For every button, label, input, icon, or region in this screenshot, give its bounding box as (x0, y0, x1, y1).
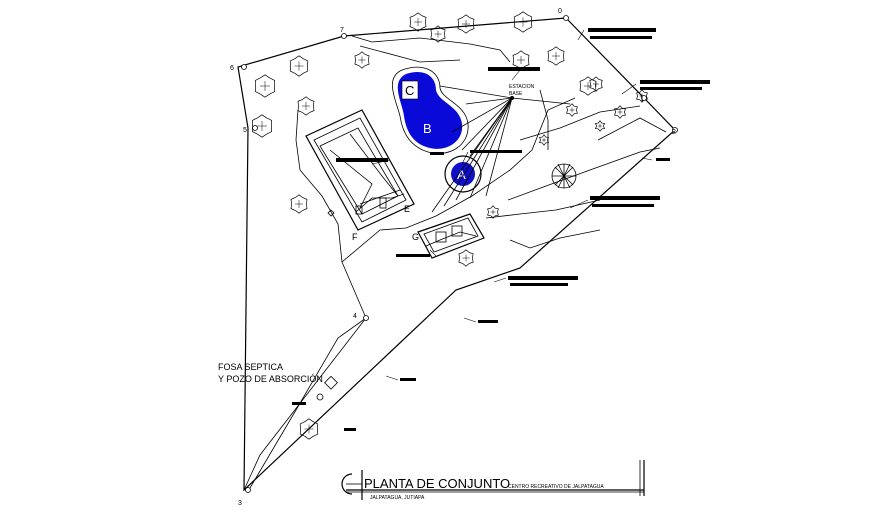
zone-c-box (401, 80, 419, 100)
terrain-line-7 (359, 45, 461, 63)
zone-a-label: A (457, 167, 466, 182)
tree-symbol (512, 50, 530, 70)
vertex-1-marker (641, 95, 647, 101)
vertex-7-marker (341, 33, 347, 39)
tree-symbol (614, 105, 626, 119)
trees-group (251, 11, 648, 440)
tree-symbol (354, 51, 370, 69)
title-location: JALPATAGUA, JUTIAPA (370, 495, 425, 501)
vertex-4-marker (363, 315, 369, 321)
annotation-bar (590, 196, 660, 200)
vertex-3-marker (245, 487, 251, 493)
annotation-bar (478, 320, 498, 323)
septic-tank (324, 375, 338, 390)
annotation-bar (400, 378, 416, 381)
annotation-bar (336, 158, 388, 162)
tree-symbol (566, 103, 578, 117)
annotation-bar (292, 402, 306, 405)
vertex-5-label: 5 (243, 127, 247, 134)
station-base-marker (510, 96, 514, 100)
terrain-line-8 (539, 89, 549, 150)
annotation-bar (640, 87, 702, 90)
access-road-lower-2 (249, 317, 367, 489)
annotation-bar (590, 36, 652, 39)
annotation-bar (592, 204, 654, 207)
small-diamond-marker (327, 209, 335, 217)
annotation-bar (470, 150, 522, 153)
terrain-line-6 (295, 109, 301, 171)
zone-b-label: B (423, 121, 432, 136)
vertex-7-label: 7 (340, 27, 344, 34)
annotation-bar (656, 158, 670, 161)
property-boundary (237, 17, 676, 492)
vertex-2-marker (672, 127, 678, 133)
terrain-line-5 (299, 169, 343, 263)
septic-label-2: Y POZO DE ABSORCIÓN (218, 374, 323, 384)
terrain-line-3 (485, 199, 601, 219)
annotation-bar (396, 254, 430, 257)
vertex-3-label: 3 (238, 500, 242, 507)
annotation-bar (588, 28, 656, 32)
septic-well (316, 393, 324, 401)
pond-outline (392, 66, 469, 154)
tree-symbol (430, 25, 446, 43)
annotation-bar (508, 276, 578, 280)
tree-symbol (409, 12, 427, 32)
septic-label-1: FOSA SEPTICA (218, 362, 283, 372)
tree-symbol (299, 418, 319, 440)
zone-f-label: F (352, 232, 358, 242)
zone-g-label: G (412, 232, 419, 242)
vertex-0-label: 0 (558, 8, 562, 15)
tree-symbol (547, 46, 565, 66)
vertex-6-label: 6 (230, 65, 234, 72)
vertex-5-marker (252, 125, 258, 131)
tree-symbol (589, 76, 603, 92)
tree-symbol (487, 205, 499, 219)
annotation-bar (344, 428, 356, 431)
boundary-inner-right (597, 117, 667, 141)
title-subtitle: CENTRO RECREATIVO DE JALPATAGUA (508, 484, 604, 490)
building-g (417, 213, 485, 259)
zone-a-circle (451, 162, 475, 186)
annotation-bar (488, 67, 540, 71)
tree-symbol (579, 76, 597, 96)
vertex-2-label: 2 (672, 129, 676, 136)
annotation-bar (640, 80, 710, 84)
terrain-line-2 (507, 147, 661, 201)
vertex-4-label: 4 (353, 313, 357, 320)
vertex-0-marker (563, 15, 569, 21)
terrain-line (519, 105, 641, 141)
tree-symbol (513, 11, 533, 33)
annotation-bar (510, 283, 568, 286)
access-road-lower (243, 317, 367, 491)
access-road-upper (351, 35, 511, 63)
survey-lines (431, 85, 571, 213)
vertex-6-marker (241, 64, 247, 70)
title-block: PLANTA DE CONJUNTO CENTRO RECREATIVO DE … (341, 460, 645, 501)
building-main (305, 109, 415, 231)
station-label-1: ESTACION (509, 84, 535, 90)
terrain-line-4 (509, 229, 601, 249)
tree-symbol (297, 96, 315, 116)
tree-symbol (457, 14, 475, 34)
vertex-markers: 0 1 2 3 4 5 6 7 (230, 8, 678, 507)
zone-c-label: C (405, 83, 414, 98)
vertex-1-label: 1 (640, 96, 644, 103)
tree-symbol (254, 74, 276, 98)
tree-symbol (289, 55, 309, 77)
station-label-2: BASE (509, 91, 523, 97)
zone-a-outer-ring (444, 155, 482, 193)
tree-symbol (458, 249, 474, 267)
annotation-bar (430, 152, 444, 155)
title-text: PLANTA DE CONJUNTO (364, 476, 510, 491)
access-road-edge (341, 97, 576, 319)
tree-symbol (538, 134, 550, 146)
large-tree (551, 163, 577, 189)
tree-symbol (251, 114, 273, 138)
tree-symbol (290, 194, 308, 214)
zone-e-label: E (404, 204, 410, 214)
tree-symbol (594, 120, 606, 132)
annotation-bars (292, 28, 710, 431)
